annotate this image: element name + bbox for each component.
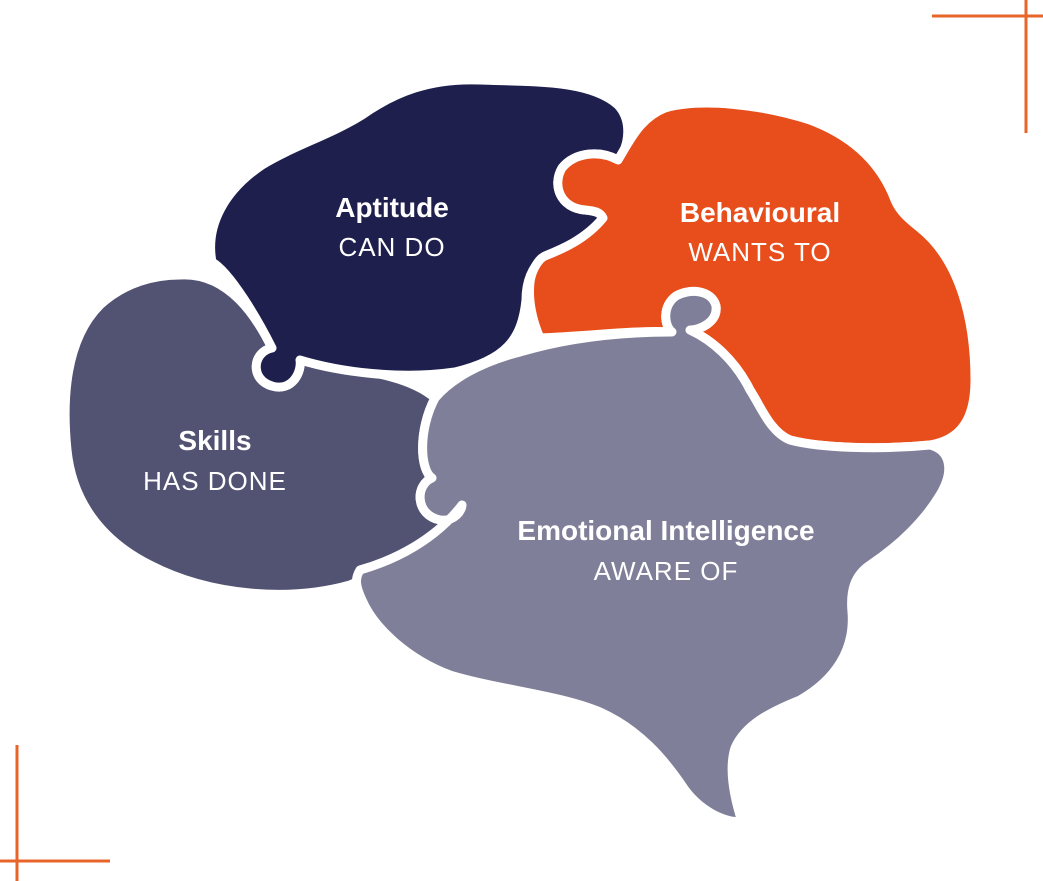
skills-label: Skills HAS DONE (143, 425, 287, 496)
aptitude-title: Aptitude (335, 192, 449, 223)
corner-accent-top-right (932, 0, 1043, 133)
emotional-intelligence-subtitle: AWARE OF (594, 556, 739, 586)
emotional-intelligence-title: Emotional Intelligence (517, 515, 814, 546)
aptitude-label: Aptitude CAN DO (335, 192, 449, 262)
behavioural-title: Behavioural (680, 197, 840, 228)
emotional-intelligence-piece (352, 286, 954, 827)
emotional-intelligence-label: Emotional Intelligence AWARE OF (517, 515, 814, 586)
aptitude-subtitle: CAN DO (338, 232, 445, 262)
corner-accent-bottom-left (0, 745, 110, 881)
behavioural-label: Behavioural WANTS TO (680, 197, 840, 267)
skills-title: Skills (178, 425, 251, 456)
behavioural-subtitle: WANTS TO (688, 237, 831, 267)
skills-subtitle: HAS DONE (143, 466, 287, 496)
